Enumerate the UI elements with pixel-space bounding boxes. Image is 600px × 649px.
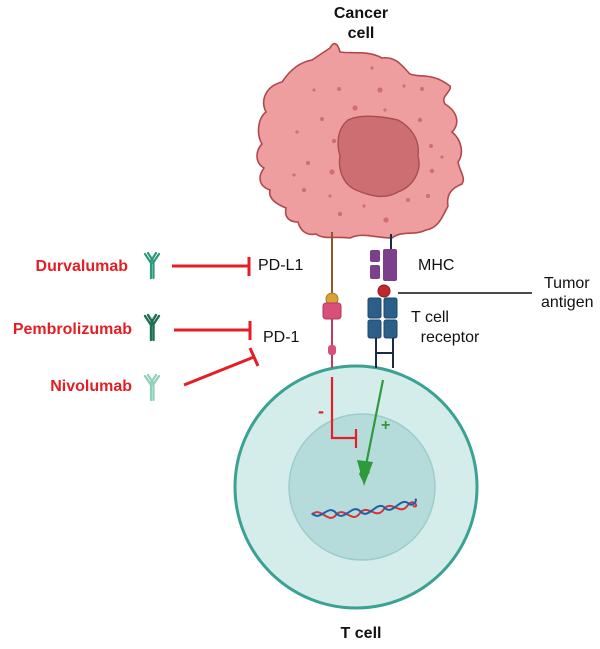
antibody-icon-pembrolizumab	[143, 313, 161, 342]
cancer-cell-title-line1: Cancer	[334, 5, 388, 22]
cancer-cell	[256, 42, 465, 239]
t-cell-title: T cell	[341, 625, 382, 642]
t-cell	[233, 364, 479, 610]
inhibit-line-nivolumab	[183, 347, 260, 387]
drug-label-durvalumab: Durvalumab	[36, 258, 129, 275]
t-cell-nucleus	[288, 413, 436, 561]
tcr-molecule	[367, 297, 398, 339]
tcr-label-line1: T cell	[411, 309, 449, 326]
tcr-label-line2: receptor	[421, 329, 480, 346]
antibody-icon-durvalumab	[143, 251, 161, 280]
inhibit-line-pembrolizumab	[174, 321, 252, 340]
tumor-antigen-label-line2: antigen	[541, 294, 594, 311]
inhibit-line-durvalumab	[172, 257, 251, 276]
drug-label-nivolumab: Nivolumab	[50, 378, 132, 395]
mhc-label: MHC	[418, 257, 454, 274]
pdl1-label: PD-L1	[258, 257, 303, 274]
mhc-molecule	[370, 249, 397, 281]
inhibitory-sign: -	[318, 401, 324, 421]
activation-arrow	[357, 379, 385, 486]
tumor-antigen-label-line1: Tumor	[544, 275, 590, 292]
antibody-icon-nivolumab	[143, 373, 161, 402]
dna-helix-icon	[311, 498, 418, 519]
drug-label-pembrolizumab: Pembrolizumab	[13, 321, 132, 338]
activation-sign: +	[381, 417, 390, 434]
pdl1-pd1-complex	[322, 232, 342, 368]
mhc-tcr-complex	[367, 234, 532, 368]
inhibitory-signal	[330, 377, 358, 448]
cancer-cell-granules	[292, 66, 444, 223]
pd1-molecule	[322, 302, 342, 320]
pd1-label: PD-1	[263, 329, 300, 346]
cancer-cell-title-line2: cell	[348, 25, 375, 42]
cancer-cell-nucleus	[337, 115, 420, 198]
tumor-antigen-molecule	[377, 284, 391, 298]
